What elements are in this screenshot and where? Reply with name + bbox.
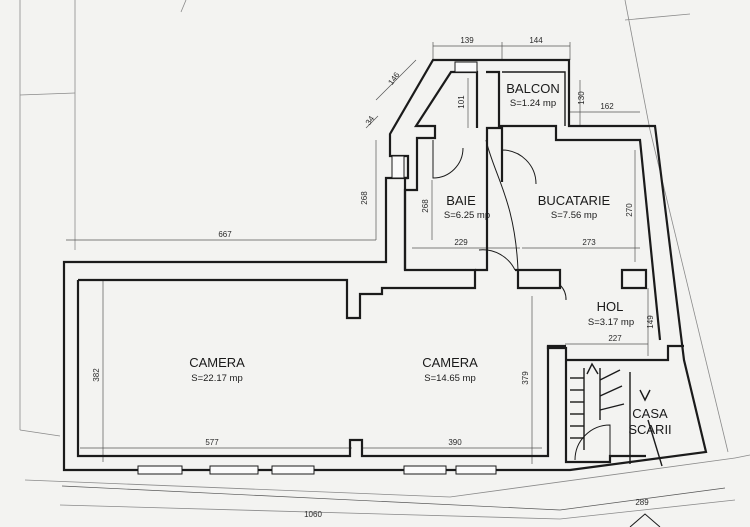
room-area-baie: S=6.25 mp <box>444 210 490 221</box>
dim-label: 139 <box>460 36 474 45</box>
room-name-balcon: BALCON <box>506 81 559 96</box>
dim-label: 101 <box>457 95 466 109</box>
room-labels: CAMERA S=22.17 mp CAMERA S=14.65 mp BAIE… <box>189 81 671 437</box>
room-area-bucatarie: S=7.56 mp <box>551 210 597 221</box>
room-name-baie: BAIE <box>446 193 476 208</box>
dim-label: 273 <box>582 238 596 247</box>
room-name-hol: HOL <box>597 299 624 314</box>
window <box>454 61 478 73</box>
room-name-camera-2: CAMERA <box>422 355 478 370</box>
dim-label: 289 <box>635 498 649 507</box>
dim-label: 268 <box>360 191 369 205</box>
door-swing <box>478 249 516 271</box>
dim-label: 1060 <box>304 510 322 519</box>
window <box>209 465 259 475</box>
doors <box>432 139 611 461</box>
door-swing <box>559 284 567 301</box>
door-swing <box>432 140 464 179</box>
stairs <box>570 362 663 467</box>
window <box>271 465 315 475</box>
dim-label: 130 <box>577 91 586 105</box>
room-area-balcon: S=1.24 mp <box>510 98 556 109</box>
dim-label: 390 <box>448 438 462 447</box>
room-area-camera-1: S=22.17 mp <box>191 373 243 384</box>
door-swing <box>485 139 519 271</box>
room-name-bucatarie: BUCATARIE <box>538 193 611 208</box>
dim-label: 270 <box>625 203 634 217</box>
dim-label: 149 <box>646 315 655 329</box>
dim-label: 382 <box>92 368 101 382</box>
room-name-casa-scarii-line2: SCARII <box>628 422 671 437</box>
dim-label: 229 <box>454 238 468 247</box>
dim-label: 268 <box>421 199 430 213</box>
room-area-hol: S=3.17 mp <box>588 317 634 328</box>
door-swing <box>501 149 537 185</box>
room-area-camera-2: S=14.65 mp <box>424 373 476 384</box>
dim-label: 162 <box>600 102 614 111</box>
dimension-lines <box>61 42 726 511</box>
dim-label: 227 <box>608 334 622 343</box>
door-swing <box>574 424 611 461</box>
window <box>455 465 497 475</box>
dim-label: 379 <box>521 371 530 385</box>
north-arrow-icon <box>629 513 661 527</box>
dim-label: 667 <box>218 230 232 239</box>
room-name-camera-1: CAMERA <box>189 355 245 370</box>
window <box>137 465 183 475</box>
dim-label: 144 <box>529 36 543 45</box>
window <box>403 465 447 475</box>
windows <box>137 61 497 475</box>
dim-label: 577 <box>205 438 219 447</box>
room-name-casa-scarii-line1: CASA <box>632 406 668 421</box>
window <box>391 155 405 179</box>
